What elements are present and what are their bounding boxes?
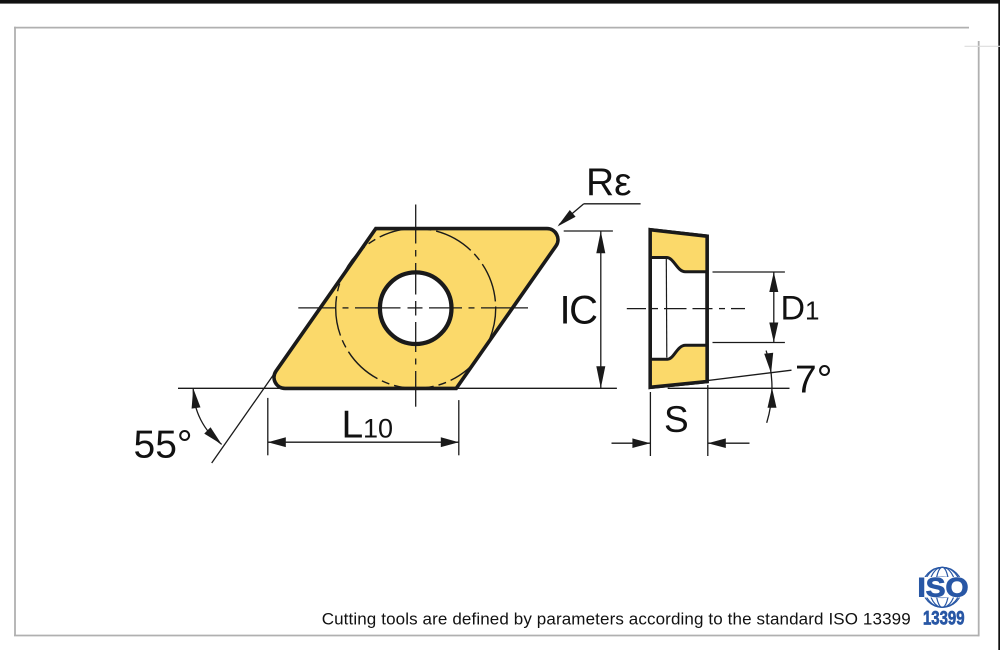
svg-text:D: D	[781, 289, 806, 327]
svg-text:S: S	[664, 399, 689, 440]
svg-text:Rε: Rε	[586, 161, 632, 204]
svg-text:1: 1	[805, 295, 819, 325]
svg-text:55°: 55°	[134, 424, 193, 467]
svg-text:ISO: ISO	[918, 573, 969, 603]
svg-text:IC: IC	[560, 289, 598, 333]
svg-text:L: L	[342, 403, 364, 446]
svg-text:7°: 7°	[795, 358, 832, 401]
svg-text:10: 10	[363, 413, 393, 443]
svg-text:Cutting tools are defined by p: Cutting tools are defined by parameters …	[322, 610, 911, 629]
svg-text:13399: 13399	[923, 609, 965, 630]
